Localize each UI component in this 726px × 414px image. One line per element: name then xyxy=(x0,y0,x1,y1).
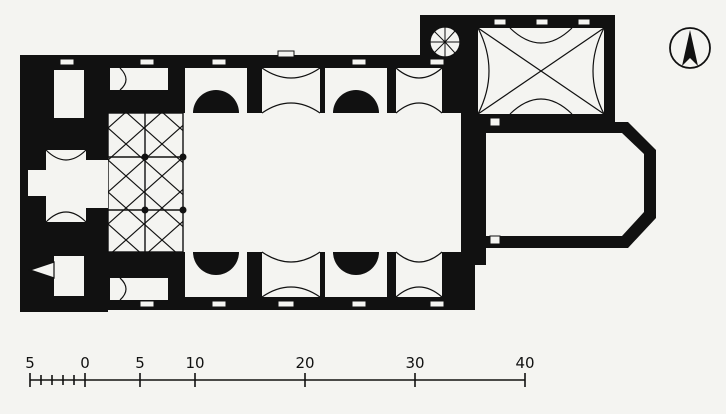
north-chapel xyxy=(477,27,605,115)
scale-label: 10 xyxy=(185,354,204,372)
buttresses xyxy=(59,18,591,308)
north-aisle-chapels xyxy=(110,67,443,114)
scale-bar xyxy=(29,373,526,387)
scale-label: 5 xyxy=(135,354,145,372)
scale-label: 40 xyxy=(515,354,534,372)
scale-label: 30 xyxy=(405,354,424,372)
west-vaulted-bays xyxy=(107,112,187,253)
nave-interior xyxy=(183,113,461,252)
spiral-staircase xyxy=(429,26,461,58)
chancel-interior xyxy=(486,133,644,236)
scale-label: 20 xyxy=(295,354,314,372)
scale-label: 5 xyxy=(25,354,35,372)
scale-label: 0 xyxy=(80,354,90,372)
north-arrow-icon xyxy=(669,27,711,69)
south-aisle-chapels xyxy=(110,251,443,301)
west-tower-rooms xyxy=(28,70,108,296)
scale-labels: 5 0 5 10 20 30 40 xyxy=(25,354,534,372)
